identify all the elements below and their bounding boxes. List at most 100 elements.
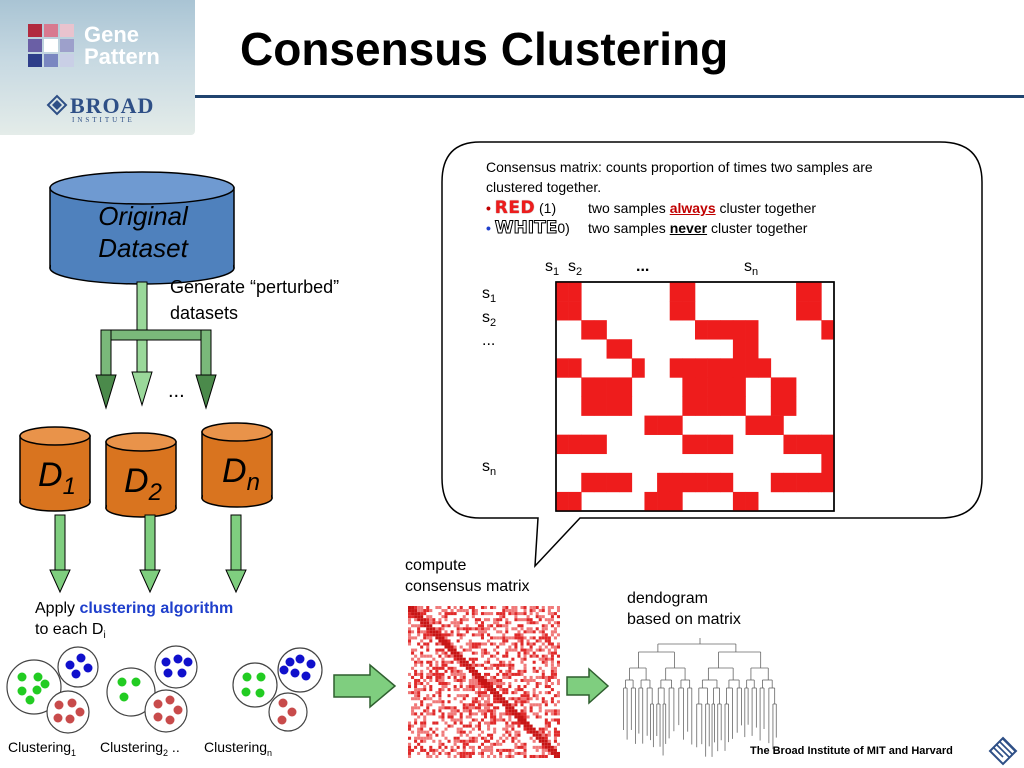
heatmap-cell: [517, 700, 521, 704]
clustering-label-1-text: Clustering: [8, 739, 72, 755]
heatmap-cell: [411, 712, 415, 716]
heatmap-cell: [432, 672, 436, 676]
clustering-n-graphic: [232, 647, 323, 732]
title-rule: [195, 95, 1024, 98]
heatmap-cell: [447, 739, 451, 743]
heatmap-cell: [487, 748, 491, 752]
heatmap-cell: [453, 754, 457, 758]
heatmap-cell: [450, 669, 454, 673]
heatmap-cell: [547, 621, 551, 625]
heatmap-cell: [471, 669, 475, 673]
heatmap-cell: [459, 606, 463, 610]
heatmap-cell: [408, 724, 412, 728]
heatmap-cell: [490, 691, 494, 695]
heatmap-cell: [541, 636, 545, 640]
heatmap-cell: [532, 745, 536, 749]
heatmap-cell: [423, 715, 427, 719]
heatmap-cell: [411, 709, 415, 713]
heatmap-cell: [414, 615, 418, 619]
legend-red: • RED (1): [486, 199, 556, 217]
heatmap-cell: [547, 742, 551, 746]
heatmap-cell: [450, 715, 454, 719]
heatmap-cell: [441, 712, 445, 716]
heatmap-cell: [432, 666, 436, 670]
heatmap-cell: [462, 724, 466, 728]
heatmap-cell: [441, 700, 445, 704]
heatmap-cell: [462, 618, 466, 622]
heatmap-cell: [484, 706, 488, 710]
heatmap-cell: [499, 688, 503, 692]
heatmap-cell: [541, 748, 545, 752]
heatmap-cell: [420, 672, 424, 676]
genepattern-logo: Gene Pattern BROAD INSTITUTE: [0, 0, 195, 135]
heatmap-cell: [414, 678, 418, 682]
matrix-cell: [682, 377, 696, 397]
heatmap-cell: [526, 627, 530, 631]
heatmap-cell: [535, 682, 539, 686]
heatmap-cell: [456, 739, 460, 743]
row-label-dots: ...: [482, 332, 496, 349]
heatmap-cell: [511, 706, 515, 710]
heatmap-cell: [493, 691, 497, 695]
heatmap-cell: [496, 636, 500, 640]
matrix-cell: [556, 301, 569, 321]
heatmap-cell: [429, 685, 433, 689]
heatmap-cell: [511, 636, 515, 640]
heatmap-cell: [538, 703, 542, 707]
heatmap-cell: [532, 666, 536, 670]
heatmap-cell: [477, 724, 481, 728]
heatmap-cell: [493, 606, 497, 610]
heatmap-cell: [526, 639, 530, 643]
heatmap-cell: [411, 697, 415, 701]
heatmap-cell: [414, 612, 418, 616]
heatmap-cell: [465, 703, 469, 707]
heatmap-cell: [535, 612, 539, 616]
heatmap-cell: [496, 742, 500, 746]
heatmap-cell: [438, 751, 442, 755]
heatmap-cell: [450, 612, 454, 616]
heatmap-cell: [487, 727, 491, 731]
heatmap-cell: [502, 612, 506, 616]
heatmap-cell: [496, 691, 500, 695]
heatmap-cell: [541, 730, 545, 734]
heatmap-cell: [408, 633, 412, 637]
heatmap-cell: [550, 633, 554, 637]
heatmap-cell: [493, 675, 497, 679]
heatmap-cell: [450, 745, 454, 749]
heatmap-cell: [420, 630, 424, 634]
heatmap-cell: [432, 730, 436, 734]
heatmap-cell: [529, 606, 533, 610]
col-s1: s: [545, 258, 553, 275]
matrix-cell: [732, 396, 746, 416]
heatmap-cell: [508, 754, 512, 758]
heatmap-cell: [523, 663, 527, 667]
heatmap-cell: [420, 669, 424, 673]
heatmap-cell: [505, 609, 509, 613]
heatmap-cell: [459, 660, 463, 664]
matrix-cell: [732, 358, 746, 378]
heatmap-cell: [423, 633, 427, 637]
heatmap-cell: [474, 682, 478, 686]
heatmap-cell: [517, 636, 521, 640]
heatmap-cell: [459, 663, 463, 667]
heatmap-cell: [529, 642, 533, 646]
legend-red-word: RED: [494, 198, 536, 218]
heatmap-cell: [496, 678, 500, 682]
heatmap-cell: [435, 606, 439, 610]
heatmap-cell: [544, 618, 548, 622]
heatmap-cell: [456, 736, 460, 740]
heatmap-cell: [502, 642, 506, 646]
col-s2: s: [568, 258, 576, 275]
heatmap-cell: [508, 666, 512, 670]
heatmap-cell: [508, 751, 512, 755]
heatmap-cell: [459, 636, 463, 640]
heatmap-cell: [447, 751, 451, 755]
heatmap-cell: [520, 636, 524, 640]
heatmap-cell: [526, 642, 530, 646]
heatmap-cell: [477, 703, 481, 707]
heatmap-cell: [417, 742, 421, 746]
legend-white: • WHITE0): [486, 219, 570, 238]
heatmap-cell: [508, 675, 512, 679]
heatmap-cell: [471, 727, 475, 731]
row-s2-sub: 2: [490, 317, 497, 330]
